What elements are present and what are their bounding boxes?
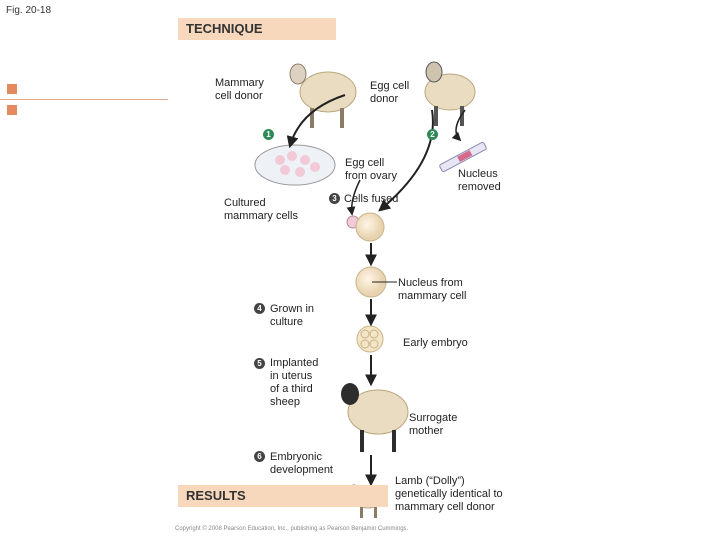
label-embryonic-dev: Embryonic development (270, 451, 333, 476)
step-3-badge: 3 (329, 193, 340, 204)
label-early-embryo: Early embryo (403, 337, 468, 349)
decorative-line (0, 99, 168, 100)
label-surrogate: Surrogate mother (409, 412, 458, 437)
label-cells-fused: Cells fused (344, 193, 399, 205)
step-1-badge: 1 (263, 129, 274, 140)
arrow-egg-to-ovary-egg (378, 109, 434, 212)
label-nucleus-removed: Nucleus removed (458, 168, 501, 193)
technique-header: TECHNIQUE (178, 18, 336, 40)
label-grown-in-culture: Grown in culture (270, 303, 315, 328)
arrow-to-pipette (451, 109, 466, 142)
step-5-badge: 5 (254, 358, 265, 369)
figure-label: Fig. 20-18 (6, 5, 52, 16)
enucleated-egg (355, 212, 385, 242)
copyright-text: Copyright © 2008 Pearson Education, Inc.… (175, 526, 409, 532)
petri-dish (254, 144, 336, 186)
decorative-square (7, 105, 17, 115)
results-header: RESULTS (178, 485, 388, 507)
egg-donor-sheep (424, 61, 476, 126)
decorative-square (7, 84, 17, 94)
label-nucleus-from-mammary: Nucleus from mammary cell (398, 277, 467, 302)
label-cultured-cells: Cultured mammary cells (224, 197, 298, 222)
early-embryo (356, 325, 384, 353)
pipette (439, 141, 487, 173)
arrow-culture-to-cell (346, 179, 361, 216)
step-2-badge: 2 (427, 129, 438, 140)
label-lamb: Lamb (“Dolly”) genetically identical to … (395, 475, 503, 513)
arrow-mammary-to-culture (286, 94, 346, 149)
step-6-badge: 6 (254, 451, 265, 462)
surrogate-sheep (341, 383, 409, 452)
step-4-badge: 4 (254, 303, 265, 314)
label-egg-donor: Egg cell donor (370, 80, 410, 105)
mammary-donor-sheep (289, 63, 357, 128)
label-implanted: Implanted in uterus of a third sheep (270, 357, 319, 408)
label-egg-from-ovary: Egg cell from ovary (345, 157, 397, 182)
label-mammary-donor: Mammary cell donor (215, 77, 264, 102)
